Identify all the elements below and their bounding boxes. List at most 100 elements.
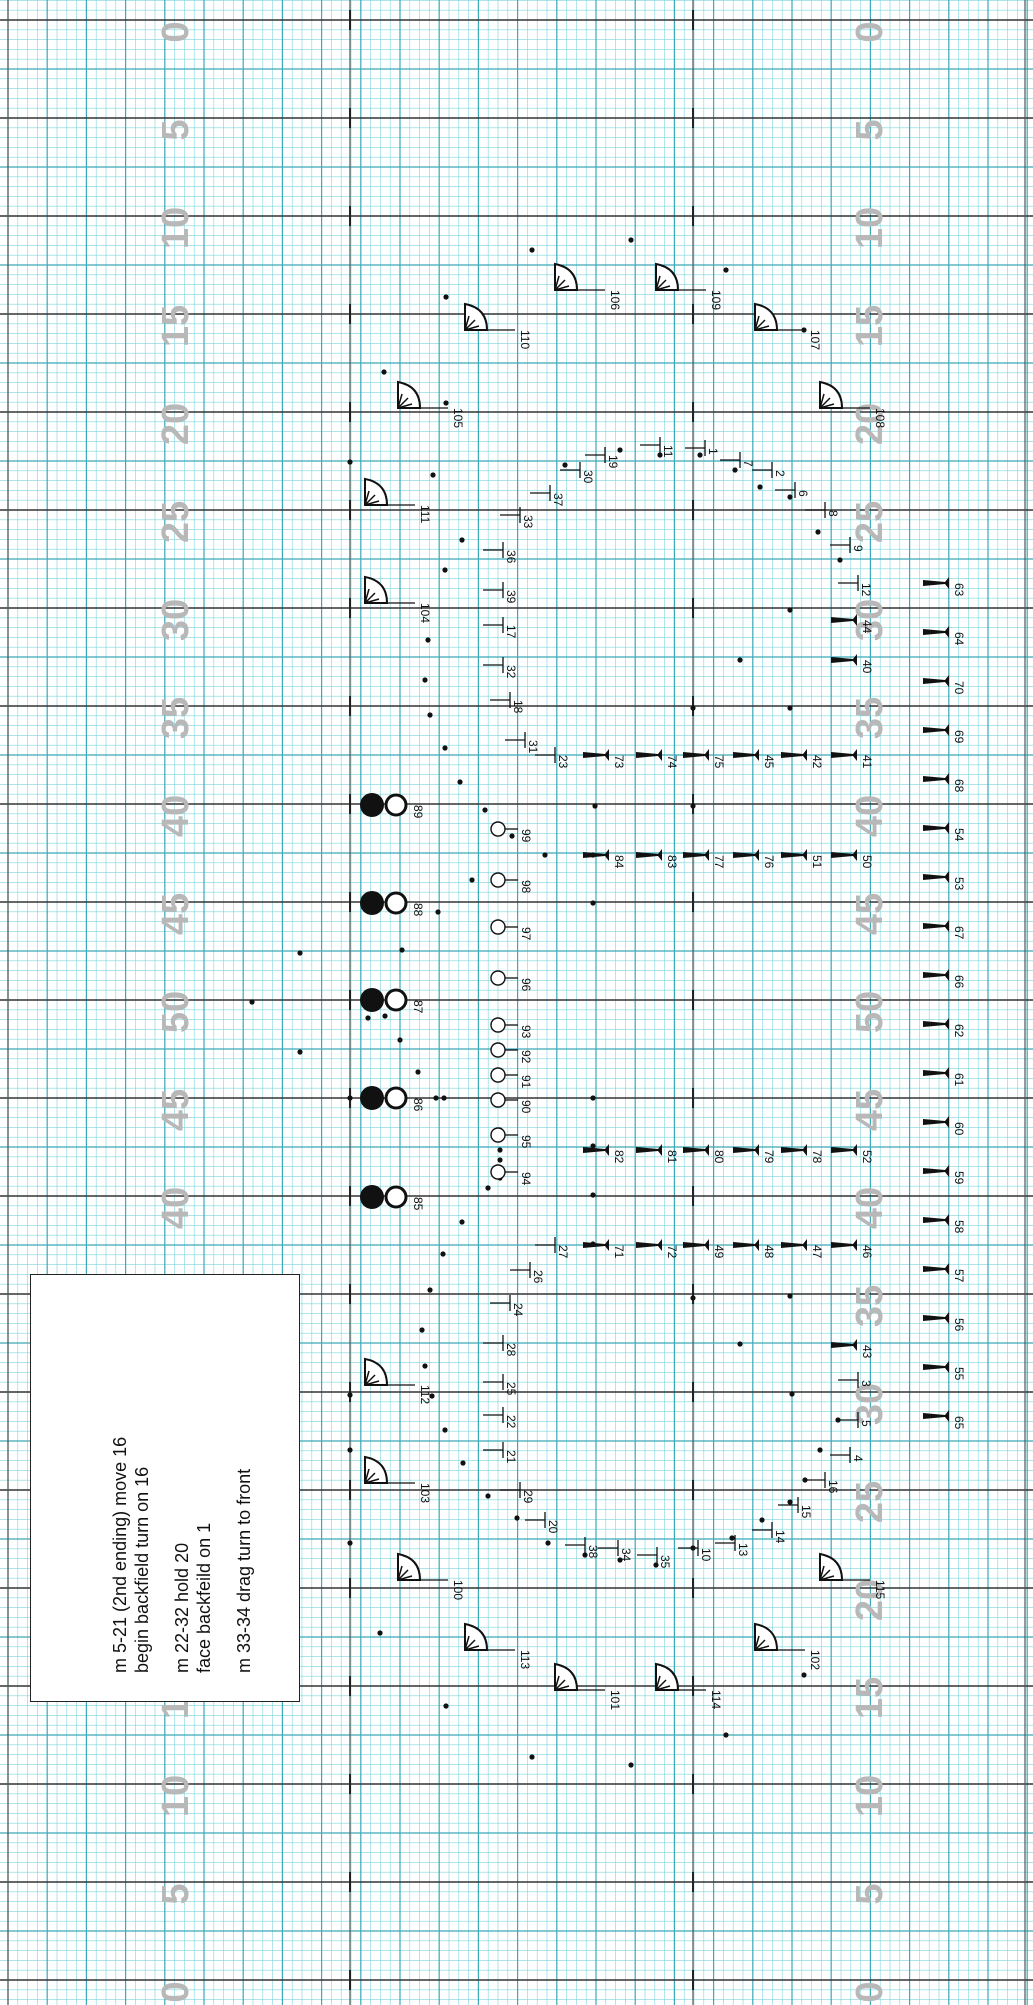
performer-label: 33 [521, 515, 535, 529]
performer-label: 58 [952, 1220, 966, 1234]
path-dot [789, 1391, 794, 1396]
performer-label: 64 [952, 632, 966, 646]
path-dot [529, 1754, 534, 1759]
path-dot [723, 267, 728, 272]
performer-label: 79 [762, 1150, 776, 1164]
performer-label: 109 [709, 290, 723, 310]
yard-number: 30 [849, 1383, 891, 1425]
path-dot [297, 950, 302, 955]
performer-label: 103 [418, 1483, 432, 1503]
performer-label: 14 [773, 1530, 787, 1544]
performer-label: 95 [519, 1135, 533, 1149]
performer-label: 68 [952, 779, 966, 793]
performer-label: 94 [519, 1172, 533, 1186]
performer-label: 3 [859, 1380, 873, 1387]
performer-label: 114 [709, 1690, 723, 1709]
path-dot [787, 607, 792, 612]
path-dot [787, 1499, 792, 1504]
performer-label: 21 [504, 1450, 518, 1464]
brass-horn [831, 1144, 857, 1156]
path-dot [759, 1517, 764, 1522]
performer-label: 1 [706, 448, 720, 455]
instruction-notes: m 5-21 (2nd ending) move 16 begin backfi… [109, 1313, 273, 1673]
brass-horn [636, 1144, 662, 1156]
brass-horn [831, 1339, 857, 1351]
path-dot [757, 484, 762, 489]
brass-horn [781, 1239, 807, 1251]
performer-label: 13 [736, 1543, 750, 1557]
path-dot [837, 557, 842, 562]
path-dot [425, 637, 430, 642]
path-dot [419, 1327, 424, 1332]
performer-label: 85 [411, 1197, 425, 1211]
performer-label: 70 [952, 681, 966, 695]
performer-label: 67 [952, 926, 966, 940]
yard-number: 25 [155, 501, 197, 543]
snare-drum [491, 822, 505, 836]
yard-number: 25 [849, 1481, 891, 1523]
performer-label: 61 [952, 1073, 966, 1087]
performer-label: 10 [699, 1548, 713, 1562]
path-dot [697, 452, 702, 457]
performer-label: 17 [504, 625, 518, 639]
performer-label: 101 [608, 1690, 622, 1710]
brass-horn [683, 1144, 709, 1156]
brass-horn [733, 849, 759, 861]
performer-label: 24 [511, 1303, 525, 1317]
path-dot [443, 294, 448, 299]
path-dot [509, 833, 514, 838]
performer-label: 43 [860, 1345, 874, 1359]
brass-horn [733, 749, 759, 761]
performer-label: 110 [518, 330, 532, 349]
path-dot [562, 462, 567, 467]
brass-horn [831, 1239, 857, 1251]
performer-label: 52 [860, 1150, 874, 1164]
bass-drum-ring [386, 1088, 406, 1108]
performer-label: 66 [952, 975, 966, 989]
performer-label: 42 [810, 755, 824, 769]
yard-number: 15 [849, 1677, 891, 1719]
yard-number: 15 [155, 305, 197, 347]
performer-label: 88 [411, 903, 425, 917]
yard-number: 10 [849, 207, 891, 249]
performer-label: 28 [504, 1343, 518, 1357]
path-dot [442, 1427, 447, 1432]
path-dot [628, 1762, 633, 1767]
performer-label: 29 [521, 1490, 535, 1504]
performer-label: 108 [873, 408, 887, 428]
yard-number: 0 [849, 1981, 891, 2002]
yard-number: 5 [155, 119, 197, 140]
performer-label: 15 [799, 1505, 813, 1519]
yard-number: 35 [155, 697, 197, 739]
performer-label: 19 [606, 455, 620, 469]
path-dot [460, 1460, 465, 1465]
performer-label: 30 [581, 470, 595, 484]
performer-label: 106 [608, 290, 622, 310]
path-dot [628, 237, 633, 242]
snare-drum [491, 873, 505, 887]
yard-number: 45 [849, 1089, 891, 1131]
performer-label: 72 [665, 1245, 679, 1259]
path-dot [441, 1095, 446, 1100]
note-drag: m 33-34 drag turn to front [233, 1313, 255, 1673]
path-dot [732, 467, 737, 472]
quad-symbol [820, 1554, 870, 1580]
path-dot [815, 529, 820, 534]
yard-number: 40 [849, 795, 891, 837]
snare-drum [491, 920, 505, 934]
path-dot [415, 1069, 420, 1074]
yard-number: 15 [849, 305, 891, 347]
path-dot [690, 705, 695, 710]
brass-horn [636, 749, 662, 761]
path-dot [590, 900, 595, 905]
path-dot [653, 1562, 658, 1567]
performer-label: 57 [952, 1269, 966, 1283]
path-dot [497, 1147, 502, 1152]
performer-label: 6 [796, 490, 810, 497]
yard-number: 30 [155, 599, 197, 641]
path-dot [457, 779, 462, 784]
performer-label: 16 [826, 1480, 840, 1494]
brass-horn [781, 1144, 807, 1156]
performer-label: 26 [531, 1270, 545, 1284]
yard-number: 45 [155, 1089, 197, 1131]
